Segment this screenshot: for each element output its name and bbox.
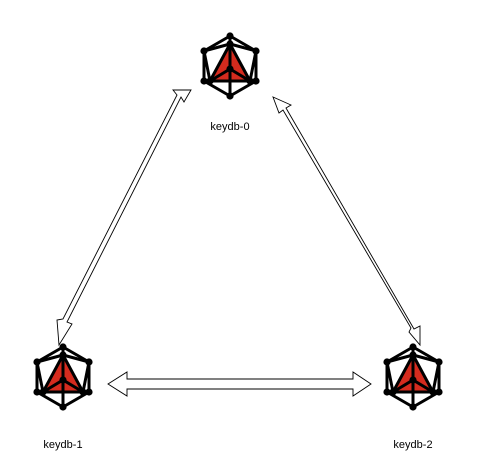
arrow-keydb-0-keydb-2 [272,96,421,347]
node-keydb-1: keydb-1 [31,341,95,451]
keydb-logo-icon [381,341,445,413]
arrow-keydb-1-keydb-2 [107,371,372,397]
node-keydb-0: keydb-0 [198,30,262,133]
node-keydb-2: keydb-2 [381,341,445,451]
keydb-logo-icon [31,341,95,413]
node-label-keydb-2: keydb-2 [393,439,432,451]
arrow-keydb-0-keydb-1 [56,89,192,347]
node-label-keydb-0: keydb-0 [210,121,249,133]
keydb-logo-icon [198,30,262,102]
node-label-keydb-1: keydb-1 [43,439,82,451]
